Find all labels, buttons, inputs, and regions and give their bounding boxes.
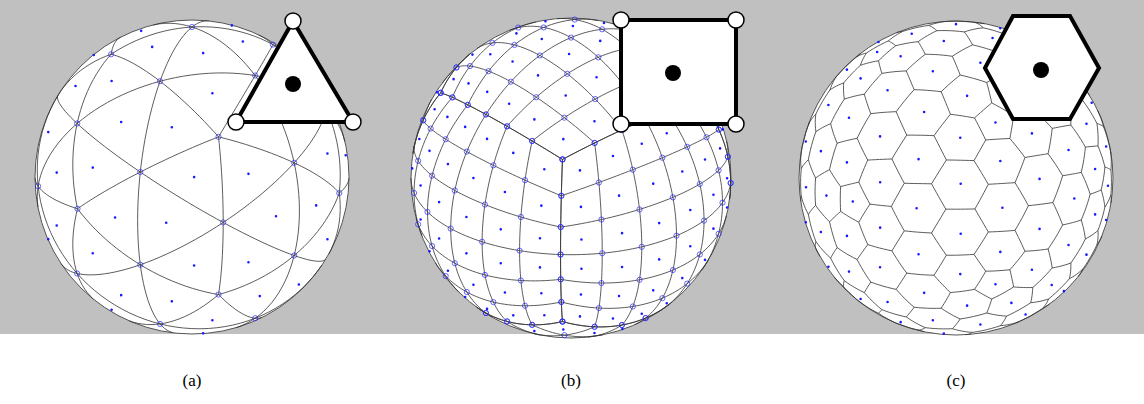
center-point — [1033, 62, 1049, 78]
panel-label: (b) — [561, 371, 581, 391]
square-cell — [621, 20, 736, 124]
triangle-cell — [236, 21, 353, 122]
vertex-point — [285, 13, 301, 29]
vertex-point — [728, 12, 744, 28]
panel-label: (c) — [947, 371, 966, 391]
vertex-point — [345, 114, 361, 130]
center-point — [285, 76, 301, 92]
hexagon-cell — [985, 16, 1099, 119]
hexagon-cell-inset — [985, 16, 1099, 119]
vertex-point — [728, 116, 744, 132]
vertex-point — [228, 114, 244, 130]
center-point — [665, 65, 681, 81]
square-cell-inset — [613, 12, 744, 132]
panel-label: (a) — [183, 371, 202, 391]
triangle-cell-inset — [228, 13, 361, 130]
vertex-point — [613, 116, 629, 132]
vertex-point — [613, 12, 629, 28]
